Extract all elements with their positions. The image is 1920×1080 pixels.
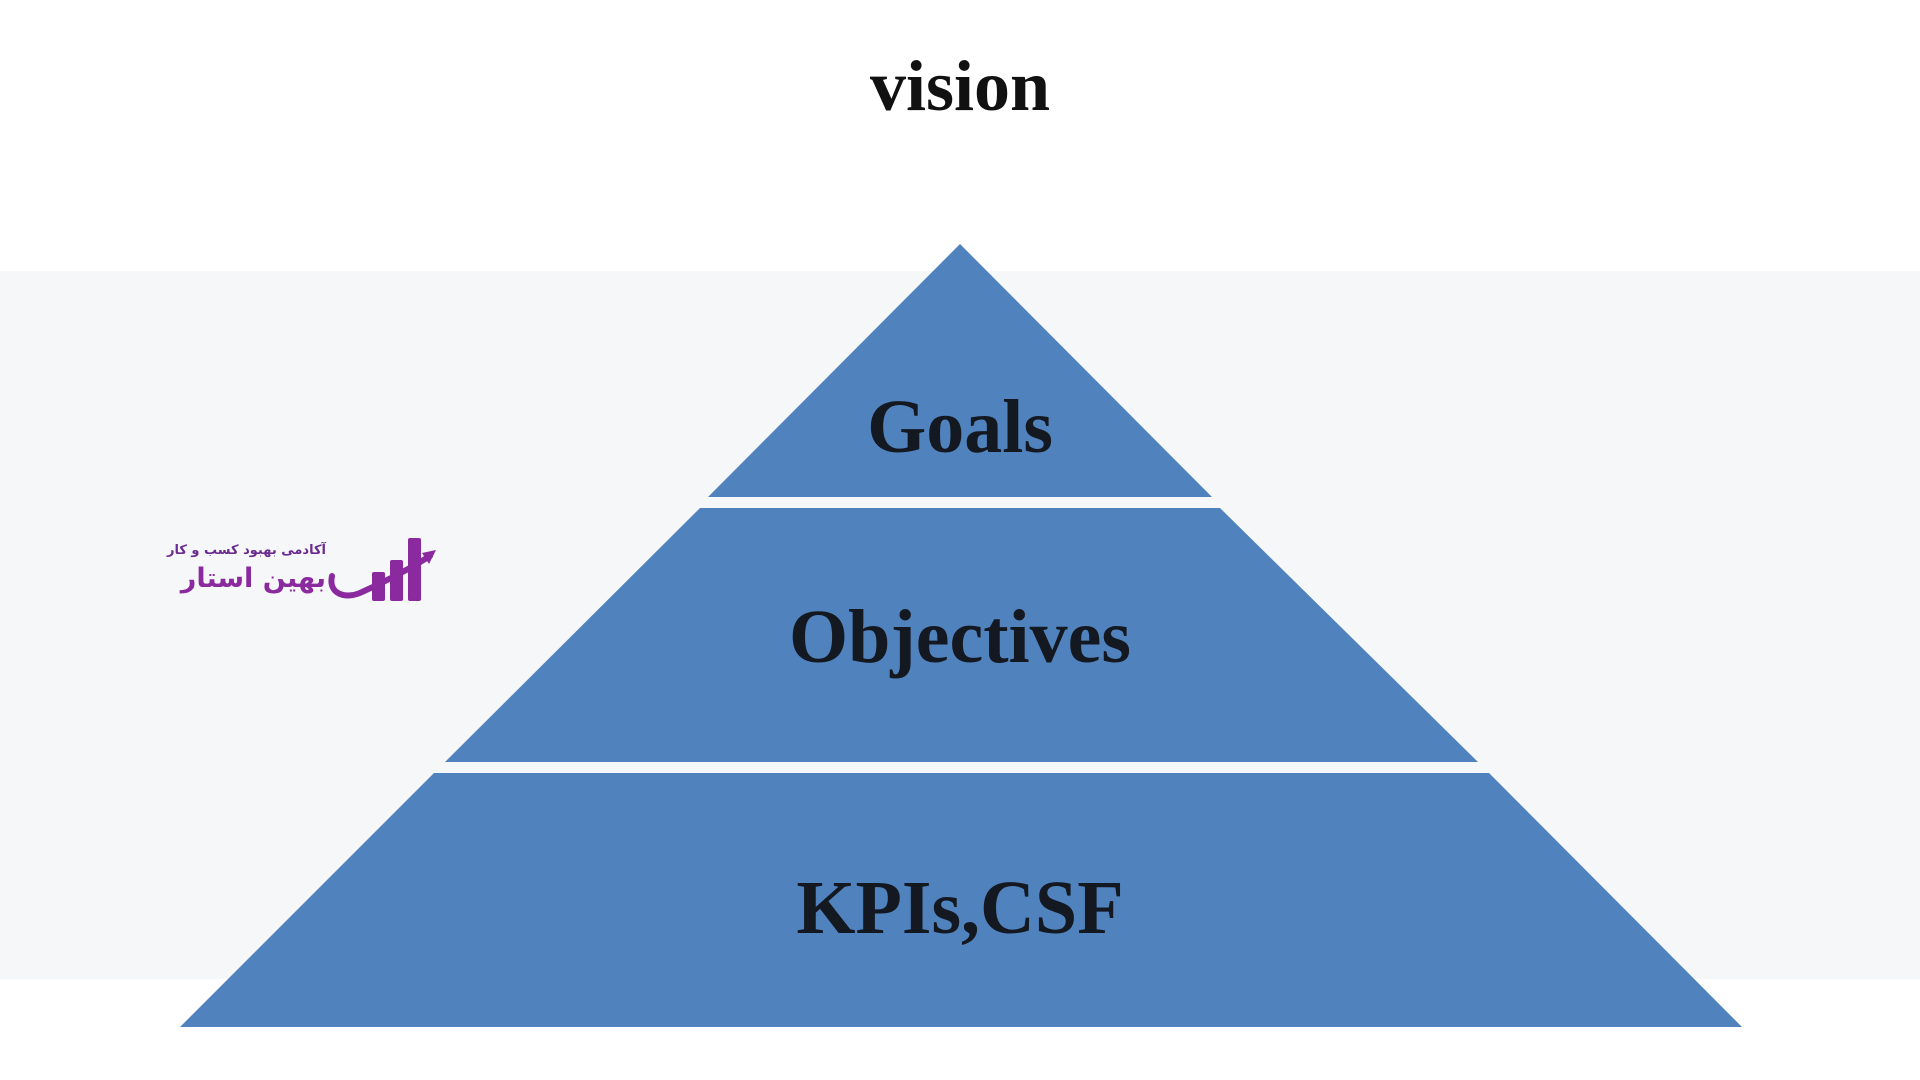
tier-label-goals: Goals: [867, 385, 1053, 469]
diagram-title: vision: [869, 46, 1051, 126]
pyramid-tier-objectives: [445, 508, 1478, 762]
tier-label-objectives: Objectives: [789, 595, 1131, 679]
pyramid-tier-kpis: [180, 773, 1742, 1027]
bar-chart-arrow-icon: [328, 538, 436, 601]
logo-name: بهین استار: [180, 563, 326, 594]
pyramid-tier-goals: [708, 244, 1212, 497]
brand-logo: آکادمی بهبود کسب و کار بهین استار: [166, 536, 450, 616]
logo-tagline: آکادمی بهبود کسب و کار: [166, 543, 326, 558]
tier-label-kpis: KPIs,CSF: [796, 866, 1123, 950]
